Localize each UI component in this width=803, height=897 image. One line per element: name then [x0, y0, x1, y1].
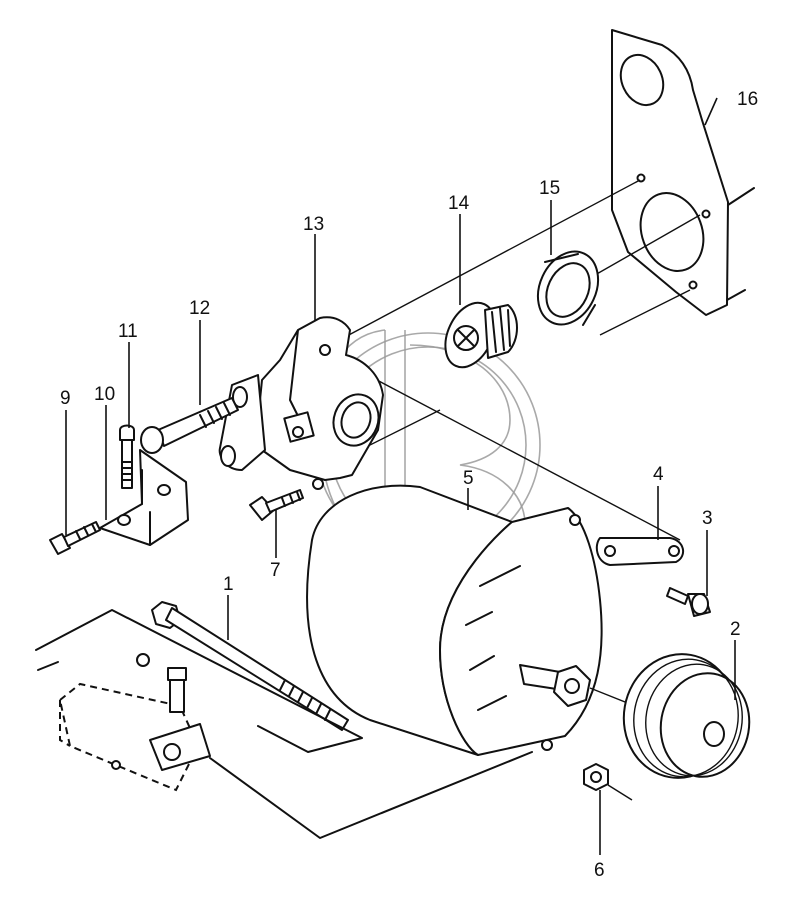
callout-3: 3	[702, 508, 713, 529]
callout-15: 15	[539, 178, 560, 199]
callout-7: 7	[270, 560, 281, 581]
bolt-9	[49, 521, 101, 555]
callout-2: 2	[730, 619, 741, 640]
long-bolt-1	[151, 601, 349, 731]
callout-4: 4	[653, 464, 664, 485]
callout-11: 11	[118, 321, 138, 342]
callout-12: 12	[189, 298, 210, 319]
thermostat	[444, 301, 518, 369]
engine-block-outline	[35, 609, 533, 839]
support-bracket	[99, 449, 189, 546]
pulley	[622, 653, 751, 779]
callout-9: 9	[60, 388, 71, 409]
alternator-body	[306, 484, 741, 756]
nut-6	[583, 763, 633, 801]
callout-5: 5	[463, 468, 474, 489]
callout-13: 13	[303, 214, 324, 235]
bolt-11	[119, 424, 135, 489]
callout-6: 6	[594, 860, 605, 881]
mounting-plate	[611, 29, 755, 316]
callout-10: 10	[94, 384, 115, 405]
bolt-7	[249, 489, 304, 521]
callout-labels: 16 15 14 13 12 11 10 9 7 5 4 3 2 1 6	[60, 89, 758, 881]
callout-leaders	[65, 97, 736, 855]
water-outlet-housing	[218, 316, 384, 490]
sealing-ring	[536, 250, 600, 326]
adjusting-link	[595, 537, 685, 566]
bolt-3	[666, 587, 711, 617]
long-bolt-12	[140, 397, 239, 454]
callout-14: 14	[448, 193, 470, 214]
callout-16: 16	[737, 89, 758, 110]
callout-1: 1	[223, 574, 234, 595]
